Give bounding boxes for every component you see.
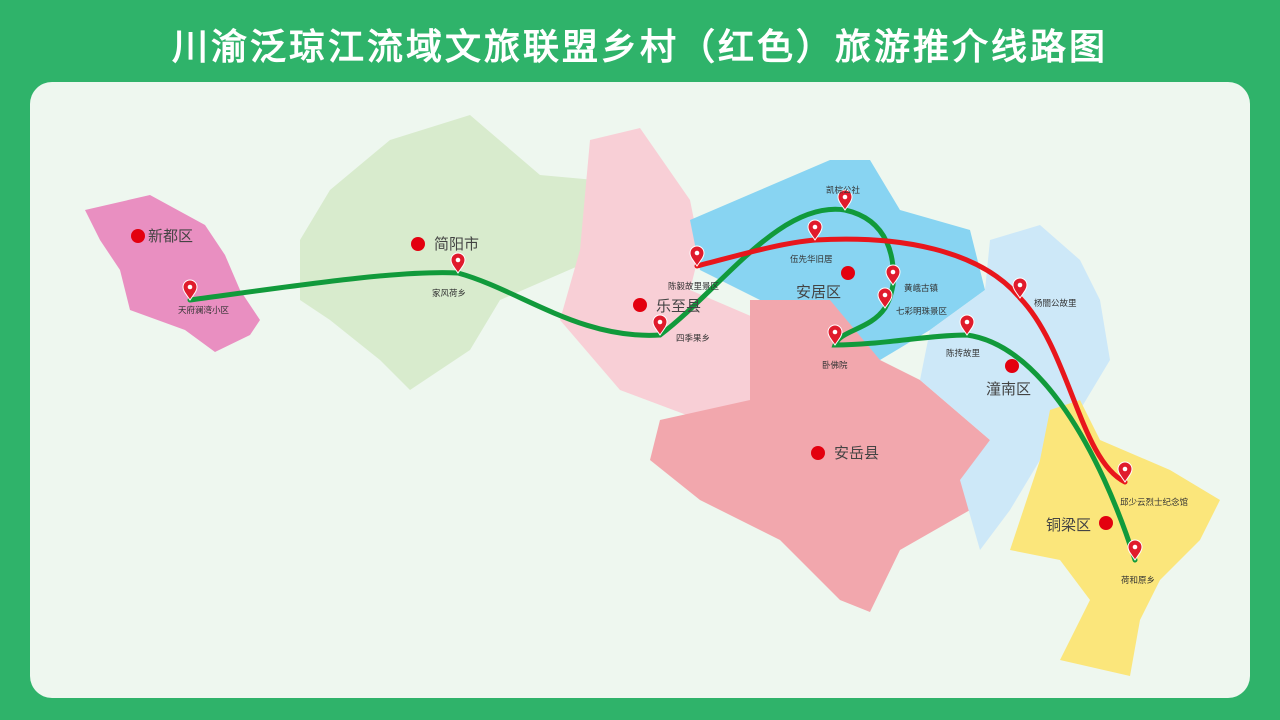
spot-pin[interactable]: 七彩明珠景区	[877, 287, 948, 317]
pin-dot	[890, 269, 896, 275]
spot-label: 四季果乡	[676, 333, 710, 344]
pin-dot	[882, 292, 888, 298]
spot-pin[interactable]: 杨闇公故里	[1012, 277, 1077, 309]
spot-label: 伍先华旧居	[790, 254, 833, 265]
map-pin-icon	[885, 264, 901, 286]
spot-pin[interactable]: 陈毅故里景区	[668, 245, 720, 292]
spot-pin[interactable]: 荷和原乡	[1121, 539, 1155, 586]
pin-dot	[187, 284, 193, 290]
pin-dot	[964, 319, 970, 325]
map-pin-icon	[837, 189, 853, 211]
map-pin-icon	[827, 324, 843, 346]
county-label: 简阳市	[434, 235, 479, 253]
map-pin-icon	[877, 287, 893, 309]
region-3	[690, 160, 985, 360]
spot-label: 凯棕公社	[826, 185, 861, 196]
spot-label: 天府澜湾小区	[178, 305, 230, 316]
spot-label: 邱少云烈士纪念馆	[1120, 497, 1188, 508]
county-seat-marker	[811, 446, 825, 460]
region-1	[300, 115, 595, 390]
county-label: 安居区	[796, 283, 841, 301]
county-seat-marker	[633, 298, 647, 312]
county-label: 铜梁区	[1046, 516, 1091, 534]
spot-label: 荷和原乡	[1121, 575, 1155, 586]
map-pin-icon	[959, 314, 975, 336]
county-seat-marker	[1099, 516, 1113, 530]
county-label: 安岳县	[834, 444, 879, 462]
county-seat-marker	[841, 266, 855, 280]
page-title: 川渝泛琼江流域文旅联盟乡村（红色）旅游推介线路图	[171, 27, 1108, 68]
map-pin-icon	[1127, 539, 1143, 561]
spot-label: 陈抟故里	[946, 348, 981, 359]
spot-label: 陈毅故里景区	[668, 281, 720, 292]
county-label: 乐至县	[656, 297, 701, 315]
spot-label: 杨闇公故里	[1034, 298, 1077, 309]
pin-dot	[1017, 282, 1023, 288]
spot-pin[interactable]: 黄峨古镇	[885, 264, 939, 294]
county-seat-marker	[131, 229, 145, 243]
region-5	[920, 225, 1110, 550]
spot-pin[interactable]: 邱少云烈士纪念馆	[1117, 461, 1188, 508]
spot-label: 黄峨古镇	[904, 283, 939, 294]
pin-dot	[694, 250, 700, 256]
pin-dot	[657, 319, 663, 325]
spot-pin[interactable]: 卧佛院	[822, 324, 848, 371]
map-pin-icon	[182, 279, 198, 301]
map-pin-icon	[450, 252, 466, 274]
county-label: 潼南区	[986, 380, 1031, 398]
map-pin-icon	[807, 219, 823, 241]
map-pin-icon	[1012, 277, 1028, 299]
spot-pin[interactable]: 伍先华旧居	[790, 219, 833, 265]
county-seat-marker	[1005, 359, 1019, 373]
spot-pin[interactable]: 天府澜湾小区	[178, 279, 230, 316]
pin-dot	[832, 329, 838, 335]
map-pin-icon	[1117, 461, 1133, 483]
map-pin-icon	[689, 245, 705, 267]
pin-dot	[455, 257, 461, 263]
region-6	[1010, 400, 1220, 676]
spot-pin[interactable]: 凯棕公社	[826, 185, 861, 211]
pin-dot	[1132, 544, 1138, 550]
map-pin-icon	[652, 314, 668, 336]
region-2	[560, 128, 760, 420]
county-label: 新都区	[148, 227, 193, 245]
spot-label: 七彩明珠景区	[896, 306, 948, 317]
spot-label: 卧佛院	[822, 360, 848, 371]
pin-dot	[812, 224, 818, 230]
red-route-line	[694, 236, 1128, 485]
spot-pin[interactable]: 四季果乡	[652, 314, 710, 344]
spot-pin[interactable]: 家风荷乡	[432, 252, 466, 299]
spot-pin[interactable]: 陈抟故里	[946, 314, 981, 359]
region-0	[85, 195, 260, 352]
pin-dot	[1122, 466, 1128, 472]
pin-dot	[842, 194, 848, 200]
spot-label: 家风荷乡	[432, 288, 466, 299]
county-seat-marker	[411, 237, 425, 251]
